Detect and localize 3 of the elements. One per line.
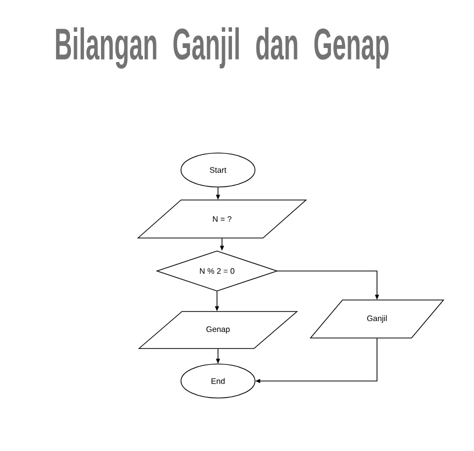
terminal-oval: End bbox=[180, 364, 256, 398]
terminal-oval: Start bbox=[180, 152, 256, 188]
title: Bilangan Ganjil dan Genap bbox=[56, 27, 389, 69]
